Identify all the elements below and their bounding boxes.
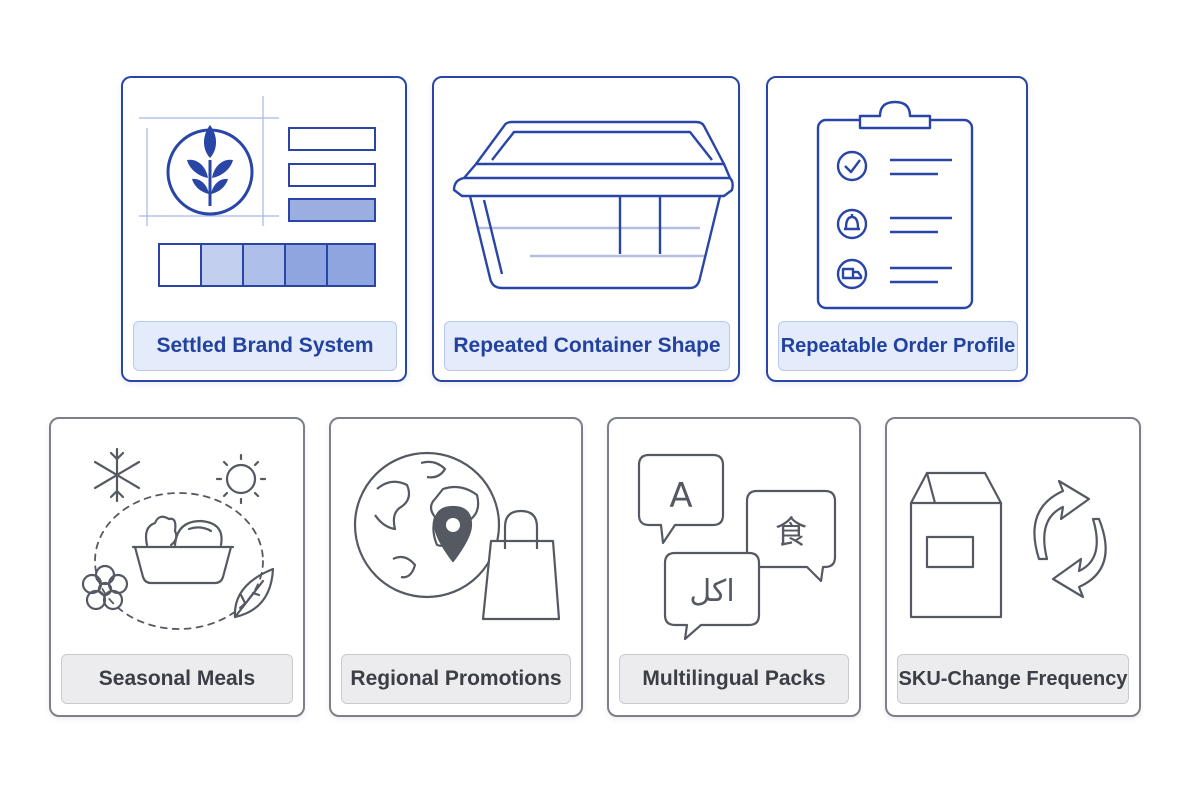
card-multilingual-packs: A 食 اكل Multilingual Packs [607,417,861,717]
shopping-bag-icon [481,509,561,621]
card-label: Regional Promotions [341,654,571,704]
card-seasonal-meals: Seasonal Meals [49,417,305,717]
container-tray-icon [452,120,734,290]
refresh-cycle-icon [1033,479,1107,599]
card-regional-promotions: Regional Promotions [329,417,583,717]
multilingual-packs-illustration: A 食 اكل [637,453,837,641]
speech-bubble-latin [637,453,725,545]
carton-package-icon [909,471,1003,619]
card-settled-brand-system: Settled Brand System [121,76,407,382]
grid-guides [139,96,279,226]
globe-icon [353,451,501,599]
snowflake-icon [93,447,141,503]
card-repeatable-order-profile: Repeatable Order Profile [766,76,1028,382]
card-label: Settled Brand System [133,321,397,371]
leaf-logo-icon [166,125,254,216]
glyph-arabic: اكل [689,574,734,609]
brand-system-illustration [139,96,376,287]
speech-bubble-arabic [663,551,761,641]
leaf-icon [233,567,275,619]
regional-promotions-illustration [353,451,561,621]
meal-bowl-icon [131,515,235,585]
card-label: SKU-Change Frequency [897,654,1129,704]
card-label: Seasonal Meals [61,654,293,704]
card-label: Repeatable Order Profile [778,321,1018,371]
color-palette-swatches [158,243,376,287]
glyph-latin: A [669,476,692,516]
location-pin-icon [433,505,473,563]
seasonal-meals-illustration [81,447,275,630]
card-label: Multilingual Packs [619,654,849,704]
card-repeated-container-shape: Repeated Container Shape [432,76,740,382]
clipboard-checklist-icon [816,100,974,310]
sku-change-illustration [909,471,1107,619]
sun-icon [215,453,267,505]
card-sku-change-frequency: SKU-Change Frequency [885,417,1141,717]
card-label: Repeated Container Shape [444,321,730,371]
speech-bubble-cjk [745,489,837,583]
flower-icon [81,564,129,611]
type-style-bars [288,127,376,222]
glyph-cjk: 食 [775,513,807,551]
